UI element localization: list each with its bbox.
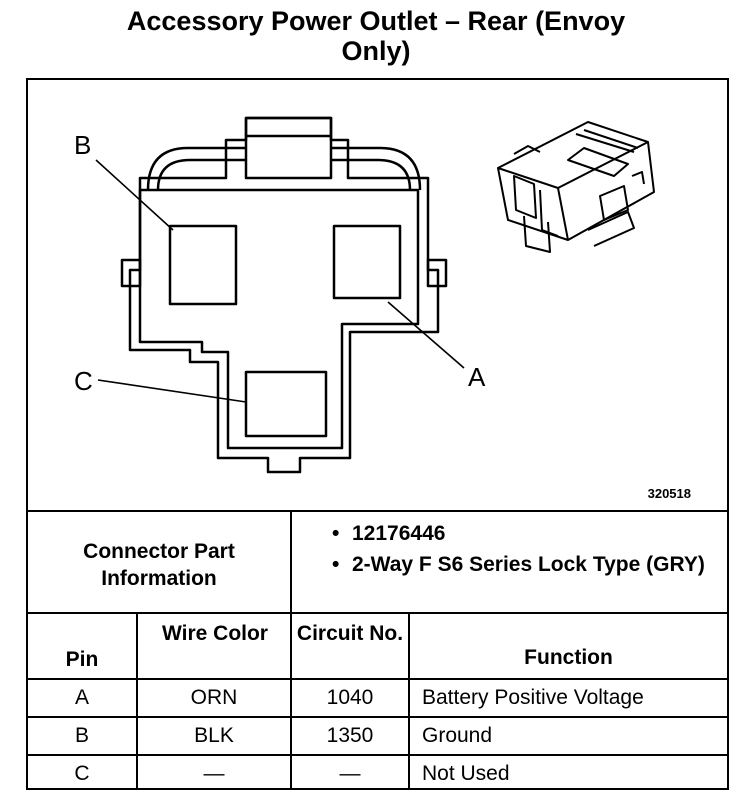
callout-c-leader — [97, 379, 247, 403]
rule-row-b — [28, 754, 727, 756]
connector-inner-outline — [138, 188, 420, 450]
connector-type: 2-Way F S6 Series Lock Type (GRY) — [324, 551, 714, 578]
title-line-1: Accessory Power Outlet – Rear (Envoy — [126, 6, 626, 36]
figure-number: 320518 — [647, 486, 691, 501]
top-tab — [244, 116, 333, 180]
header-pin: Pin — [65, 648, 99, 671]
callout-c-label: C — [74, 366, 93, 396]
row-c-circuit: — — [339, 762, 361, 785]
cavity-a — [332, 224, 402, 300]
connector-part-info-list: 12176446 2-Way F S6 Series Lock Type (GR… — [324, 520, 714, 582]
latch-arch — [146, 146, 422, 191]
row-b-wire-color: BLK — [194, 724, 234, 747]
connector-outline — [128, 116, 440, 474]
header-circuit: Circuit No. — [296, 622, 404, 645]
left-ear — [120, 258, 142, 288]
row-c-pin: C — [74, 762, 90, 785]
row-c-wire-color: — — [203, 762, 225, 785]
callout-b-leader — [95, 159, 174, 231]
row-a-function: Battery Positive Voltage — [422, 686, 644, 709]
row-a-wire-color: ORN — [190, 686, 238, 709]
rule-col-3 — [408, 612, 410, 790]
row-a-circuit: 1040 — [326, 686, 374, 709]
rule-top — [28, 510, 727, 512]
rule-info-divider — [290, 510, 292, 612]
connector-sheet: B A C 320518 Connector Part Information — [26, 78, 729, 790]
rule-info — [28, 612, 727, 614]
rule-col-1 — [136, 612, 138, 790]
row-b-circuit: 1350 — [326, 724, 374, 747]
page-title: Accessory Power Outlet – Rear (Envoy Onl… — [0, 6, 752, 66]
cavity-b — [168, 224, 238, 306]
header-wire-color: Wire Color — [162, 622, 268, 645]
row-a-pin: A — [74, 686, 89, 709]
callout-b-label: B — [74, 130, 91, 160]
right-ear — [426, 258, 448, 288]
connector-3d-view — [497, 121, 655, 253]
rule-row-a — [28, 716, 727, 718]
row-b-pin: B — [74, 724, 89, 747]
row-b-function: Ground — [422, 724, 493, 747]
callout-a-label: A — [468, 362, 486, 392]
connector-face-diagram: B A C — [74, 116, 655, 474]
row-c-function: Not Used — [422, 762, 510, 785]
part-number: 12176446 — [324, 520, 714, 547]
title-line-2: Only) — [341, 36, 411, 66]
connector-part-info-label: Connector Part Information — [83, 540, 235, 590]
cavity-c — [244, 370, 328, 438]
latch-arch-inner — [156, 158, 412, 191]
callout-a-leader — [387, 301, 465, 369]
header-function: Function — [524, 646, 613, 669]
rule-col-2 — [290, 612, 292, 790]
rule-header — [28, 678, 727, 680]
